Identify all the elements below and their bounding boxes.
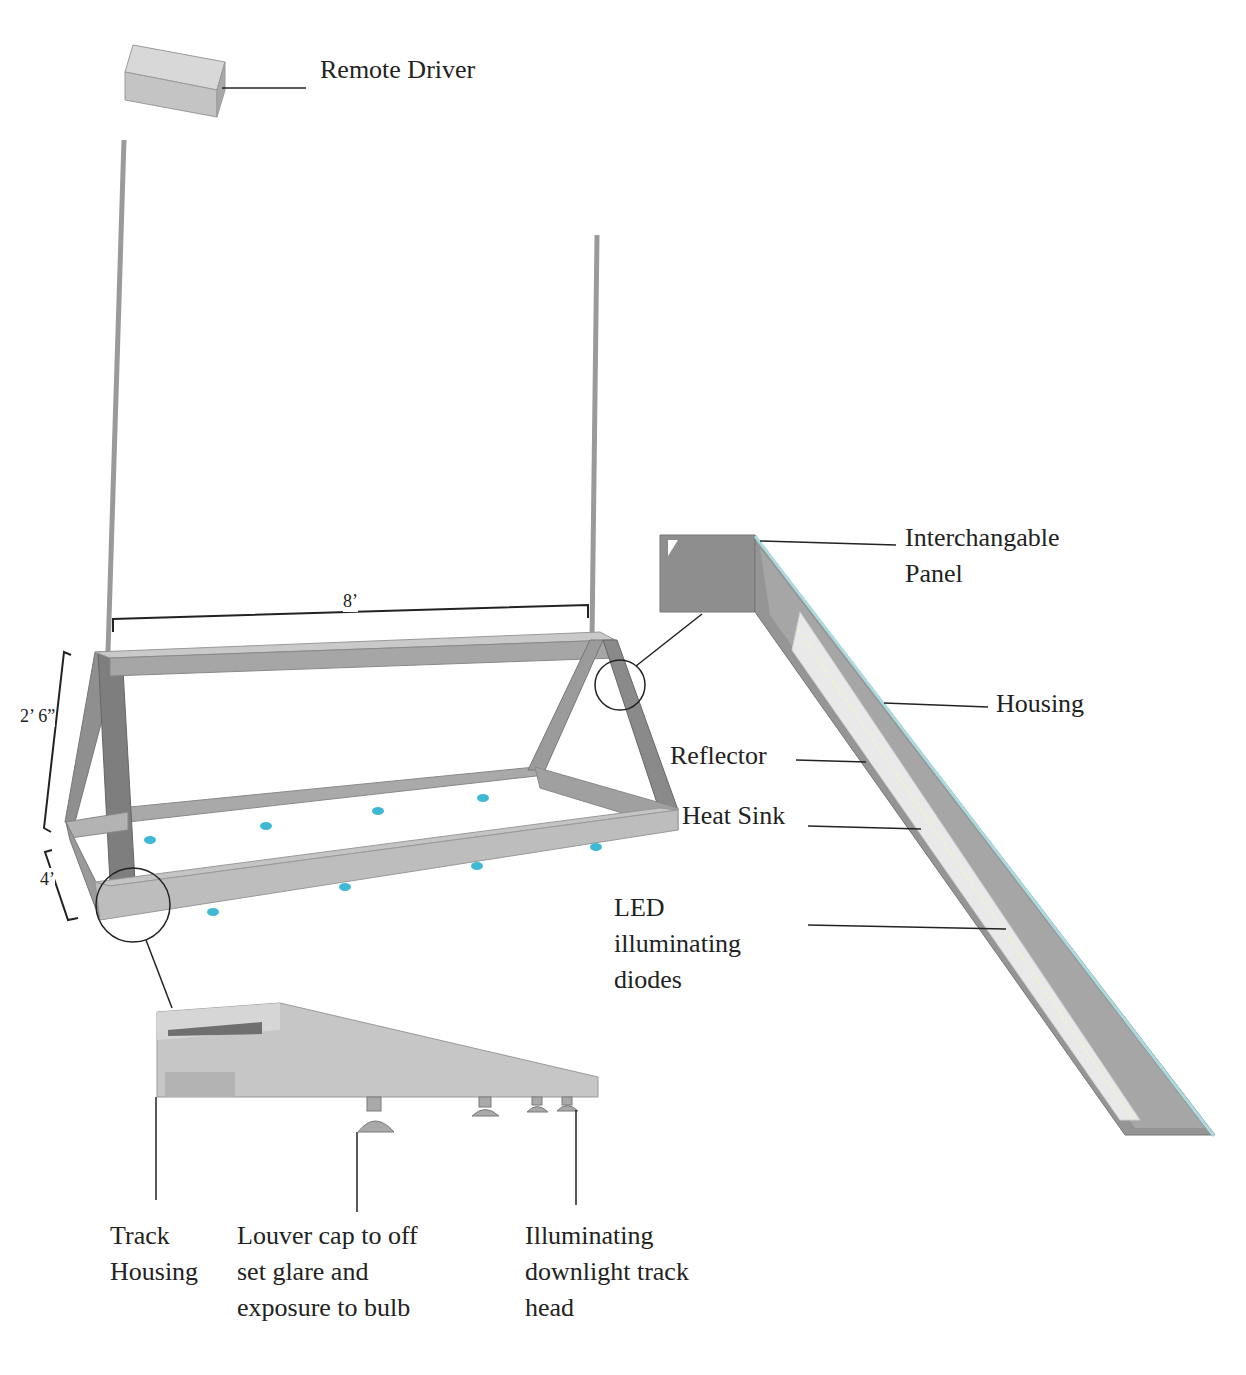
dimension-label: 8’ — [343, 590, 358, 612]
part-label: Louver cap to off set glare and exposure… — [237, 1218, 442, 1326]
part-label: Track Housing — [110, 1218, 230, 1290]
dimension-label: 4’ — [40, 868, 55, 890]
part-label: Interchangable Panel — [905, 520, 1095, 592]
part-label: Illuminating downlight track head — [525, 1218, 725, 1326]
part-label: Remote Driver — [320, 52, 580, 88]
part-label: Housing — [996, 686, 1146, 722]
dimension-label: 2’ 6” — [20, 705, 55, 727]
part-label: LED illuminating diodes — [614, 890, 779, 998]
part-label: Heat Sink — [682, 798, 812, 834]
part-label: Reflector — [670, 738, 800, 774]
